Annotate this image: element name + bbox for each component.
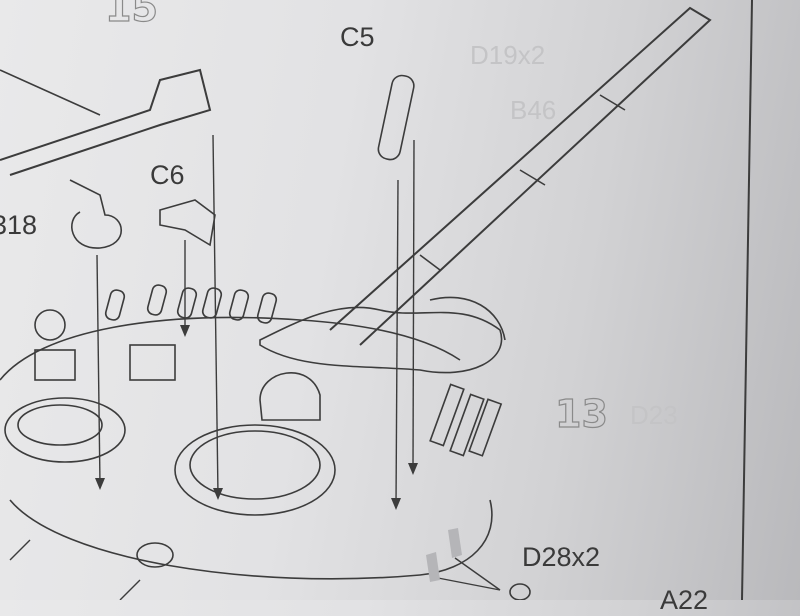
part-c6 — [159, 199, 216, 247]
loader-hatch — [17, 404, 103, 446]
barrel-bands — [419, 94, 626, 271]
part-label-a22: A22 — [660, 585, 709, 615]
turret-top-edge — [0, 316, 461, 381]
grille-part — [34, 349, 76, 381]
part-a22-shape — [509, 583, 531, 600]
bleed-label-d19: D19x2 — [470, 40, 546, 70]
commander-hatch — [189, 430, 321, 500]
part-label-c5: C5 — [340, 22, 375, 52]
cupola — [259, 372, 321, 421]
machine-gun — [0, 68, 212, 176]
part-c5 — [377, 74, 415, 161]
gun-mount — [429, 296, 506, 341]
smoke-dischargers — [429, 383, 503, 457]
loader-hatch-ring — [4, 397, 126, 463]
periscopes — [104, 284, 278, 324]
step-number-15: 15 — [104, 0, 158, 31]
frame-border-line — [741, 0, 753, 600]
step-number-13: 13 — [554, 391, 608, 436]
mantlet-cover — [259, 306, 503, 374]
antenna-base — [136, 542, 174, 568]
bleed-label-b46: B46 — [510, 95, 557, 125]
gun-barrel — [329, 6, 712, 346]
leader-line — [0, 69, 101, 116]
decal-marks — [426, 528, 462, 582]
assembly-arrows — [9, 134, 501, 600]
bleed-label-d23: D23 — [630, 400, 678, 430]
box-part — [129, 344, 176, 381]
turret-assembly-drawing — [0, 0, 753, 600]
part-label-b18: 318 — [0, 210, 38, 240]
part-b18 — [69, 179, 122, 249]
part-label-d28: D28x2 — [522, 542, 601, 572]
turret-rim — [9, 499, 493, 580]
arrow-heads — [95, 325, 418, 510]
vent-part — [34, 309, 66, 341]
part-label-c6: C6 — [150, 160, 185, 190]
commander-hatch-ring — [174, 424, 336, 516]
